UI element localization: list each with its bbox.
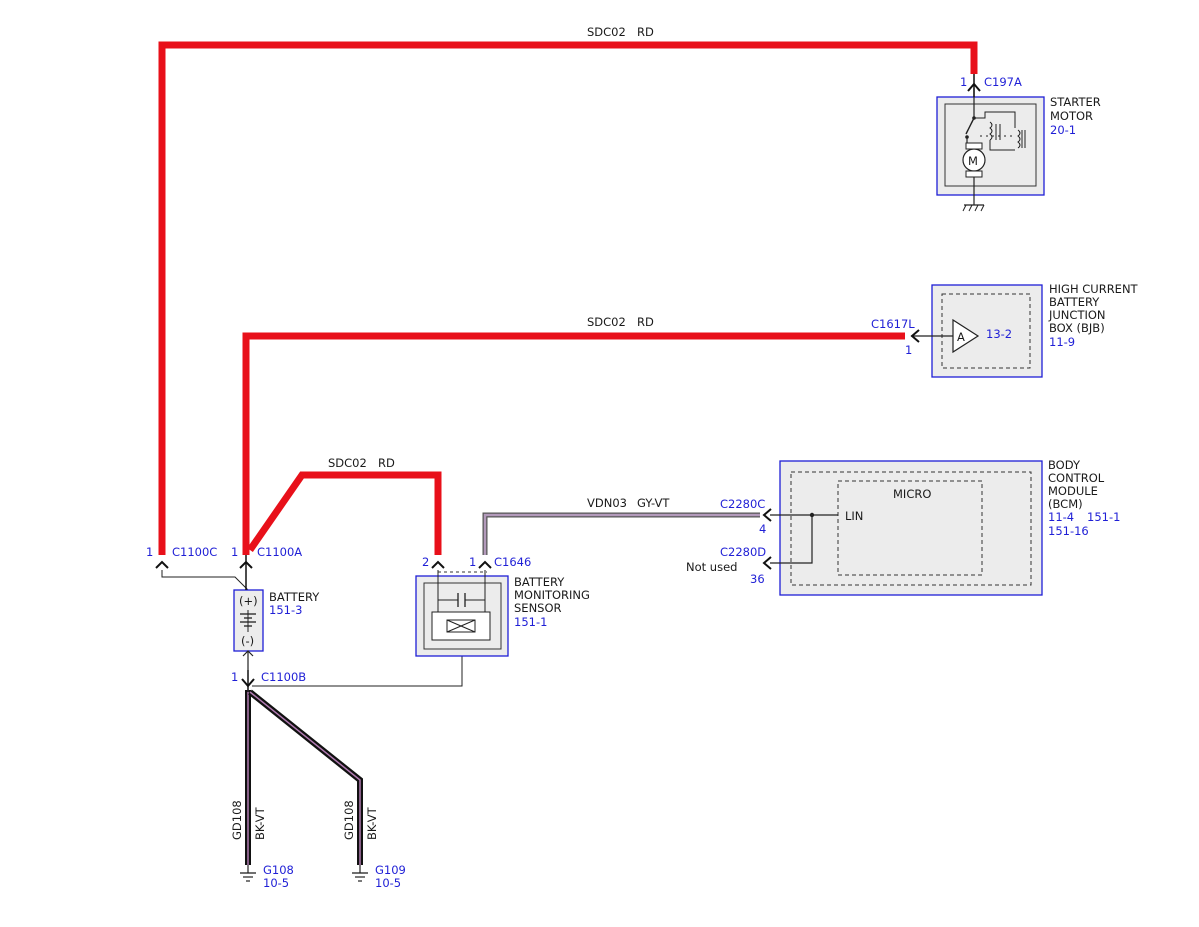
battery-plus: (+) [239,594,258,608]
wire-label-color: RD [378,456,395,470]
motor-icon: M [962,142,986,178]
ground-ref[interactable]: 10-5 [263,876,289,890]
connector-c1646[interactable] [431,560,492,569]
connector-c2280c[interactable] [762,508,772,522]
connector-c1617l[interactable] [910,329,920,343]
connector-pin: 1 [960,75,967,89]
component-label: (BCM) [1048,497,1083,511]
battery-minus: (-) [241,634,254,648]
wire-label-color: RD [637,25,654,39]
connector-note: Not used [686,560,737,574]
wire-sdc02-starter[interactable] [158,41,978,555]
wire-bms-ground-ref [252,655,463,687]
wire-gd108-g109[interactable] [248,689,363,865]
battery-junction-box[interactable]: A [911,284,1043,378]
solenoid-coil-icon [974,111,1026,151]
wire-label-circuit: SDC02 [587,25,626,39]
wire-label-color: BK-VT [253,806,267,840]
component-ref[interactable]: 11-9 [1049,335,1075,349]
wire-sdc02-bjb[interactable] [242,332,905,555]
component-label: MONITORING [514,588,590,602]
connector-name[interactable]: C1100B [261,670,306,684]
wire-label-color: GY-VT [637,496,670,510]
fuse-ref[interactable]: 13-2 [986,327,1012,341]
connector-name[interactable]: C1100C [172,545,217,559]
wire-label-circuit: VDN03 [587,496,627,510]
component-label: BODY [1048,458,1081,472]
connector-c1100b[interactable] [241,670,255,692]
shunt-icon [431,611,491,641]
component-ref[interactable]: 151-3 [269,603,302,617]
wire-label-color: BK-VT [365,806,379,840]
wire-vdn03-lin[interactable] [482,512,760,555]
connector-pin: 36 [750,572,765,586]
battery[interactable] [233,589,264,670]
component-label: BOX (BJB) [1049,321,1105,335]
ground-g109[interactable] [352,865,368,882]
ground-g108[interactable] [240,865,256,882]
component-ref[interactable]: 151-1 [1087,510,1120,524]
ground-ref[interactable]: 10-5 [375,876,401,890]
connector-name[interactable]: C2280D [720,545,766,559]
ground-name[interactable]: G108 [263,863,294,877]
svg-text:M: M [968,154,978,168]
connector-pin: 1 [231,545,238,559]
connector-pin: 2 [422,555,429,569]
component-label: SENSOR [514,601,562,615]
connector-name[interactable]: C1617L [871,317,915,331]
connector-name[interactable]: C197A [984,75,1022,89]
connector-c1100a[interactable] [239,555,253,590]
wire-label-circuit: GD108 [230,800,244,840]
component-label: MODULE [1048,484,1098,498]
component-ref[interactable]: 151-16 [1048,524,1089,538]
wire-label-circuit: GD108 [342,800,356,840]
connector-name[interactable]: C1646 [494,555,531,569]
component-label: BATTERY [1049,295,1100,309]
component-label: BATTERY [514,575,565,589]
connector-name[interactable]: C1100A [257,545,302,559]
connector-c1100c[interactable] [155,560,169,569]
starter-motor[interactable]: M [936,88,1045,212]
component-label: JUNCTION [1048,308,1106,322]
connector-c2280d[interactable] [762,556,772,570]
connector-pin: 1 [469,555,476,569]
component-label: HIGH CURRENT [1049,282,1139,296]
connector-pin: 1 [146,545,153,559]
ground-name[interactable]: G109 [375,863,406,877]
component-ref[interactable]: 20-1 [1050,123,1076,137]
svg-text:A: A [957,330,965,344]
wire-label-circuit: SDC02 [328,456,367,470]
lin-label: LIN [845,509,863,523]
wire-sdc02-bms[interactable] [247,471,442,555]
capacitor-icon [438,593,485,607]
micro-label: MICRO [893,487,931,501]
connector-pin: 1 [231,670,238,684]
component-label: MOTOR [1050,109,1093,123]
wire-label-color: RD [637,315,654,329]
component-ref[interactable]: 151-1 [514,615,547,629]
connector-pin: 4 [759,522,766,536]
component-label: CONTROL [1048,471,1105,485]
component-ref[interactable]: 11-4 [1048,510,1074,524]
component-label: BATTERY [269,590,320,604]
battery-monitoring-sensor[interactable] [415,570,509,657]
wire-label-circuit: SDC02 [587,315,626,329]
component-label: STARTER [1050,95,1101,109]
connector-pin: 1 [905,343,912,357]
ground-icon [962,204,985,212]
wire-c1100c-battery [161,570,249,591]
body-control-module[interactable] [770,460,1043,596]
connector-name[interactable]: C2280C [720,497,765,511]
connector-c197a[interactable] [967,74,981,97]
